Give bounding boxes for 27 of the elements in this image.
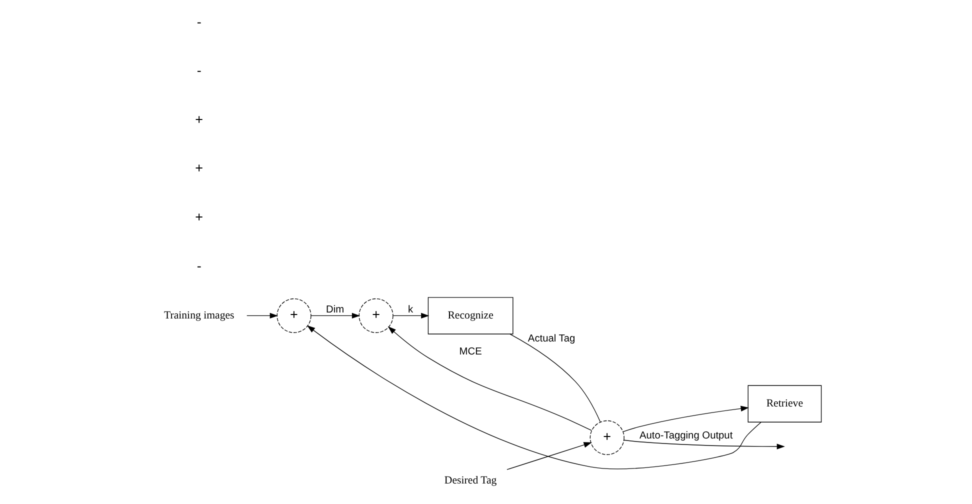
arrow	[506, 442, 592, 470]
node-circle: +	[276, 298, 311, 333]
arrow	[623, 440, 784, 450]
node-box: Recognize	[427, 297, 513, 334]
arrow	[387, 326, 592, 431]
arrow	[306, 325, 761, 470]
arrow	[392, 312, 429, 319]
label: -	[196, 63, 201, 78]
arrow	[246, 312, 278, 319]
label: -	[196, 14, 201, 30]
label: -	[196, 258, 201, 274]
label: +	[194, 112, 203, 127]
node-circle: +	[358, 298, 393, 333]
connector	[509, 334, 600, 422]
arrow	[310, 312, 360, 319]
edge-label: k	[408, 304, 413, 316]
edge-label: Auto-Tagging Output	[639, 430, 732, 442]
node-circle: +	[589, 420, 624, 455]
edge-label: Dim	[326, 304, 344, 316]
arrow	[622, 406, 748, 432]
node-text: Desired Tag	[444, 474, 496, 487]
node-text: Training images	[164, 309, 234, 322]
node-box: Retrieve	[747, 385, 822, 422]
edge-label: Actual Tag	[527, 333, 575, 344]
edge-label: MCE	[458, 346, 482, 358]
label: +	[194, 210, 203, 225]
label: +	[194, 160, 203, 176]
